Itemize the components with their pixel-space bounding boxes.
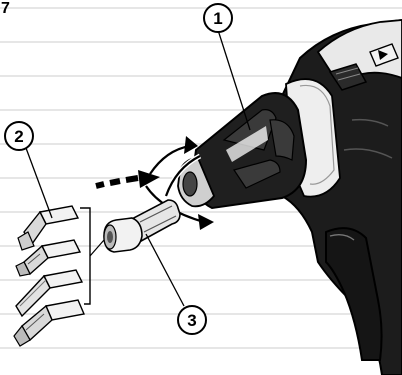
bracket-link-line [89,239,105,257]
leader-lines [25,29,251,307]
bits-bracket [80,207,91,305]
bit-holder-adapter [103,199,181,253]
rotation-arrowhead-bottom [198,214,214,230]
callout-3-label: 3 [187,311,196,330]
corner-mark: 7 [1,0,10,17]
callout-3: 3 [177,305,207,335]
drill-body [260,18,402,375]
callout-1-label: 1 [213,9,222,28]
callout-1: 1 [203,3,233,33]
insertion-arrow [95,170,160,189]
callout-2: 2 [4,121,34,151]
bit-flat [15,269,84,318]
bit-torx [15,239,82,277]
bit-phillips [13,299,85,347]
screwdriver-bits [13,205,105,347]
callout-2-label: 2 [14,127,23,146]
rotation-arrowhead-top [184,136,198,154]
